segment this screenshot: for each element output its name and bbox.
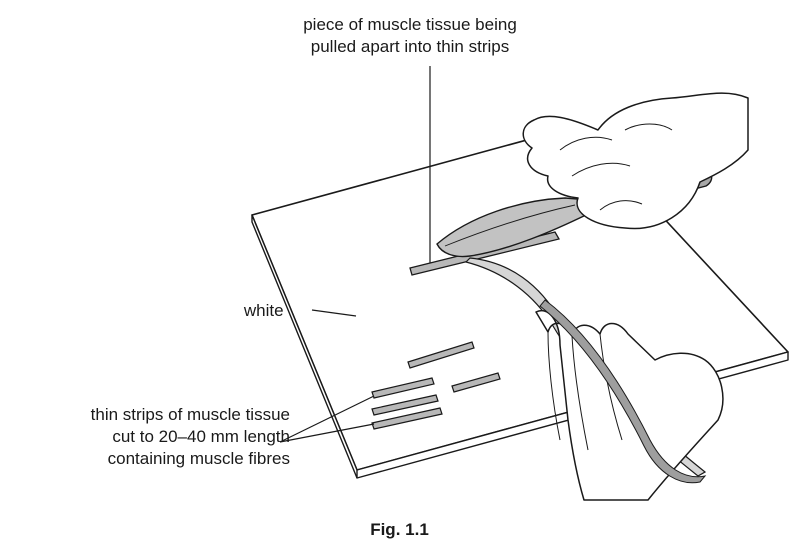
muscle-strips: [371, 341, 501, 430]
muscle-piece-label: piece of muscle tissue being pulled apar…: [240, 14, 580, 58]
muscle-strip: [371, 407, 443, 430]
muscle-strips-leader: [279, 395, 375, 443]
muscle-strips-label-line3: containing muscle fibres: [107, 449, 290, 468]
muscle-strips-label-line1: thin strips of muscle tissue: [90, 405, 290, 424]
muscle-strip: [451, 372, 501, 393]
muscle-strip: [407, 341, 475, 369]
muscle-strips-leader: [279, 423, 375, 443]
muscle-piece-label-line2: pulled apart into thin strips: [310, 37, 510, 56]
muscle-strip: [371, 394, 439, 416]
knife-blade: [436, 197, 591, 258]
figure-caption: Fig. 1.1: [370, 520, 429, 539]
muscle-strips-label-line2: cut to 20–40 mm length: [112, 427, 290, 446]
white-tile-leader: [311, 309, 357, 317]
muscle-piece-label-line1: piece of muscle tissue being: [303, 15, 517, 34]
upper-hand: [522, 92, 749, 230]
muscle-strips-label: thin strips of muscle tissue cut to 20–4…: [8, 404, 290, 470]
